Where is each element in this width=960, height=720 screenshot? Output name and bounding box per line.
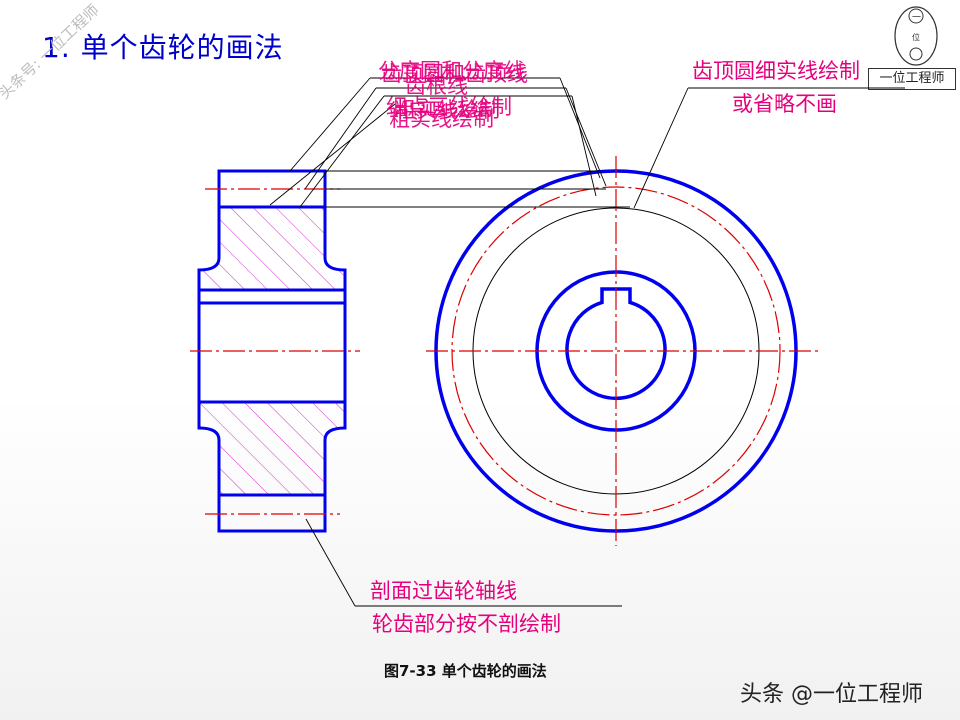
svg-text:位: 位 <box>912 32 920 42</box>
logo-seal-icon: 一 位 <box>894 6 938 66</box>
label-pitch-line1: 分度圆和分度线 <box>378 59 525 83</box>
label-root-circle-line1: 齿顶圆细实线绘制 <box>692 59 860 83</box>
svg-text:一: 一 <box>912 13 921 23</box>
hatch-lower <box>199 402 345 495</box>
section-outline <box>197 169 347 533</box>
label-root-line2: 粗实线绘制 <box>389 107 494 131</box>
section-view <box>190 169 360 533</box>
label-addendum-line1: 齿顶圆和齿顶线 <box>381 62 528 86</box>
label-section-line1: 剖面过齿轮轴线 <box>370 579 517 603</box>
hatch-upper <box>199 207 345 290</box>
label-addendum-line2: 粗实线绘制 <box>395 98 500 122</box>
footer-watermark: 头条 @一位工程师 <box>740 682 923 707</box>
logo: 一 位 <box>866 4 952 90</box>
slide-title: 1. 单个齿轮的画法 <box>42 31 284 64</box>
figure-caption: 图7-33 单个齿轮的画法 <box>384 662 547 680</box>
label-root-line1: 齿根线 <box>405 74 468 98</box>
front-view <box>426 156 820 546</box>
label-root-circle-line2: 或省略不画 <box>732 92 837 116</box>
label-pitch-line2: 细点画线绘制 <box>386 95 512 119</box>
logo-label: 一位工程师 <box>868 68 956 90</box>
leader-lines <box>269 77 905 607</box>
bore-keyway <box>565 287 667 401</box>
label-section-line2: 轮齿部分按不剖绘制 <box>372 612 561 636</box>
